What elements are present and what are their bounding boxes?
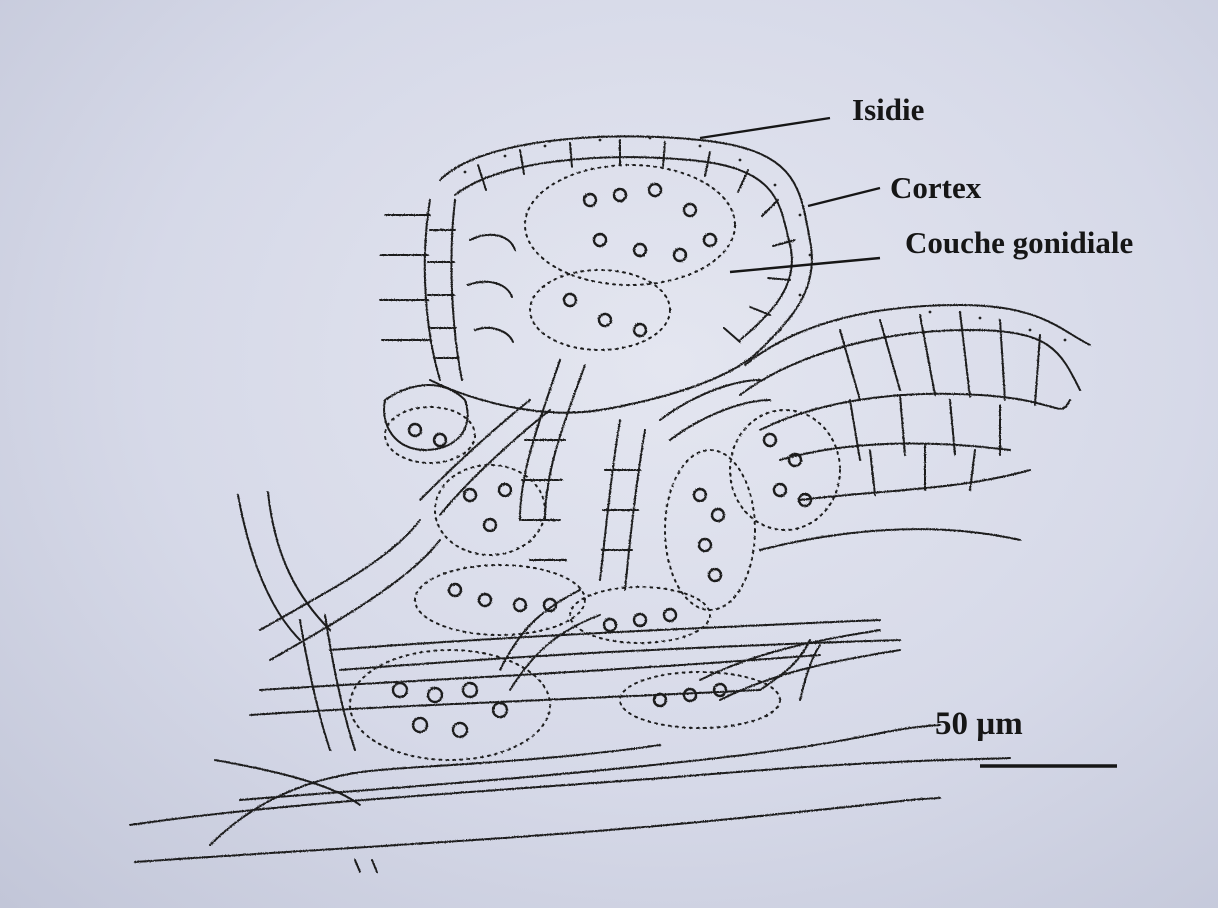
scale-bar-label: 50 µm: [935, 706, 1023, 743]
algal-cells: [393, 184, 811, 737]
couche-gonidiale-leader: [730, 258, 880, 272]
label-couche-gonidiale: Couche gonidiale: [905, 225, 1133, 261]
isidie-leader: [700, 118, 830, 138]
label-isidie: Isidie: [852, 92, 924, 128]
hyphae-strands: [130, 492, 1010, 872]
cortex-leader: [808, 188, 880, 206]
medulla-cells: [384, 360, 770, 590]
label-cortex: Cortex: [890, 170, 981, 206]
isidium: [380, 136, 812, 412]
thallus-cortex-cells: [740, 305, 1090, 550]
